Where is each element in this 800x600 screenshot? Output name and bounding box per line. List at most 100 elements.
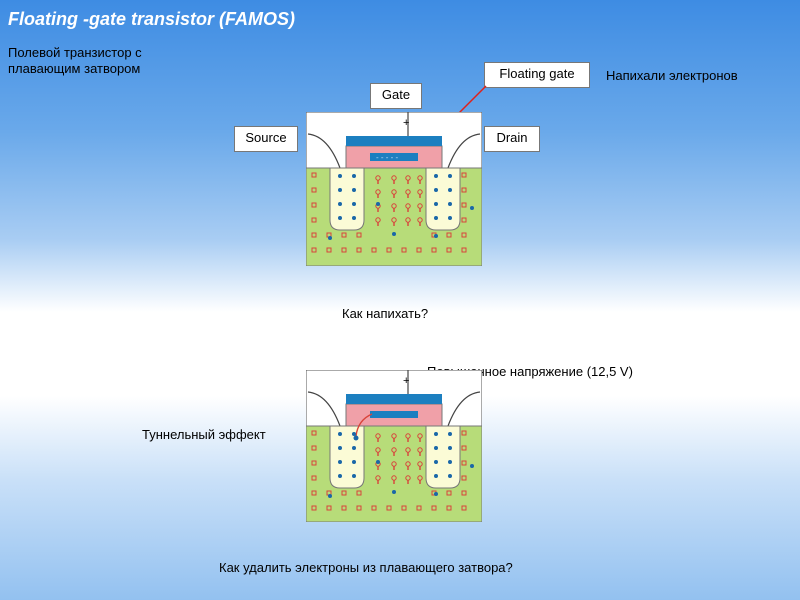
electron-dot	[434, 216, 438, 220]
carrier-dots	[311, 172, 474, 253]
hole-dot	[341, 247, 347, 253]
hole-dot	[356, 505, 362, 511]
hole-dot	[416, 247, 422, 253]
floating-gate-pointer	[457, 85, 487, 115]
electrons-written-note: Напихали электронов	[606, 68, 738, 83]
hole-dot	[311, 187, 317, 193]
electron-dot	[352, 216, 356, 220]
electron-dot	[352, 432, 356, 436]
hole-dot	[446, 232, 452, 238]
electron-dot	[448, 174, 452, 178]
electron-dot	[338, 432, 342, 436]
hole-dot	[446, 490, 452, 496]
hole-dot	[311, 217, 317, 223]
hole-dot	[341, 232, 347, 238]
electron-dot	[352, 446, 356, 450]
scattered-electron	[376, 460, 380, 464]
carrier-dots	[311, 430, 474, 511]
hole-dot	[461, 460, 467, 466]
how-to-write-question: Как напихать?	[342, 306, 429, 321]
tunneling-electron	[353, 435, 359, 441]
hole-dot	[356, 232, 362, 238]
electron-dot	[338, 460, 342, 464]
hole-dot	[341, 490, 347, 496]
slide-title: Floating -gate transistor (FAMOS)	[8, 9, 296, 29]
hole-dot	[461, 217, 467, 223]
hole-dot	[311, 475, 317, 481]
hole-dot	[311, 490, 317, 496]
scattered-electron	[392, 490, 396, 494]
electron-dot	[434, 174, 438, 178]
hole-dot	[461, 490, 467, 496]
hole-dot	[461, 232, 467, 238]
hole-dot	[311, 172, 317, 178]
source-label: Source	[234, 126, 298, 152]
hole-dot	[461, 505, 467, 511]
electron-dot	[434, 460, 438, 464]
hole-dot	[356, 247, 362, 253]
drain-label: Drain	[484, 126, 540, 152]
plus-sign: +	[403, 117, 409, 129]
hole-dot	[461, 430, 467, 436]
electron-dot	[338, 474, 342, 478]
drain-contact-curve	[447, 133, 481, 169]
transistor-diagram-top: + - - - - -	[306, 112, 482, 266]
electron-dot	[448, 446, 452, 450]
electron-dot	[352, 202, 356, 206]
hole-dot	[311, 445, 317, 451]
control-gate	[346, 394, 442, 404]
hole-dot	[356, 490, 362, 496]
floating-gate	[370, 153, 418, 161]
hole-dot	[311, 505, 317, 511]
hole-dot	[461, 247, 467, 253]
electron-dot	[338, 188, 342, 192]
electron-dot	[448, 216, 452, 220]
hole-dot	[311, 202, 317, 208]
transistor-diagram-bottom: +	[306, 370, 482, 522]
floating-gate-label: Floating gate	[484, 62, 590, 88]
hole-dot	[461, 475, 467, 481]
source-contact-curve	[307, 391, 341, 427]
scattered-electron	[470, 206, 474, 210]
electron-dot	[448, 474, 452, 478]
electron-dot	[338, 202, 342, 206]
source-well	[329, 167, 365, 231]
hole-dot	[401, 505, 407, 511]
hole-dot	[461, 172, 467, 178]
drain-well	[425, 167, 461, 231]
electron-dot	[434, 202, 438, 206]
trapped-electrons: - - - - -	[376, 153, 399, 162]
scattered-electron	[434, 234, 438, 238]
electron-dot	[352, 174, 356, 178]
hole-dot	[461, 187, 467, 193]
electron-dot	[434, 474, 438, 478]
hole-dot	[311, 247, 317, 253]
gate-label: Gate	[370, 83, 422, 109]
tunnel-effect-note: Туннельный эффект	[142, 427, 266, 442]
scattered-electron	[376, 202, 380, 206]
source-well	[329, 425, 365, 489]
electron-dot	[448, 460, 452, 464]
hole-dot	[431, 505, 437, 511]
how-to-erase-question: Как удалить электроны из плавающего затв…	[219, 560, 513, 575]
electron-dot	[338, 174, 342, 178]
source-contact-curve	[307, 133, 341, 169]
hole-dot	[326, 505, 332, 511]
electron-dot	[352, 474, 356, 478]
hole-dot	[461, 202, 467, 208]
hole-dot	[326, 247, 332, 253]
hole-dot	[311, 460, 317, 466]
scattered-electron	[392, 232, 396, 236]
tunneling-path	[355, 413, 373, 437]
hole-dot	[371, 247, 377, 253]
hole-dot	[311, 430, 317, 436]
control-gate	[346, 136, 442, 146]
drain-well	[425, 425, 461, 489]
electron-dot	[434, 446, 438, 450]
scattered-electron	[434, 492, 438, 496]
slide-subtitle: Полевой транзистор с плавающим затвором	[8, 45, 142, 76]
scattered-electron	[470, 464, 474, 468]
electron-dot	[338, 216, 342, 220]
hole-dot	[386, 247, 392, 253]
hole-dot	[431, 247, 437, 253]
